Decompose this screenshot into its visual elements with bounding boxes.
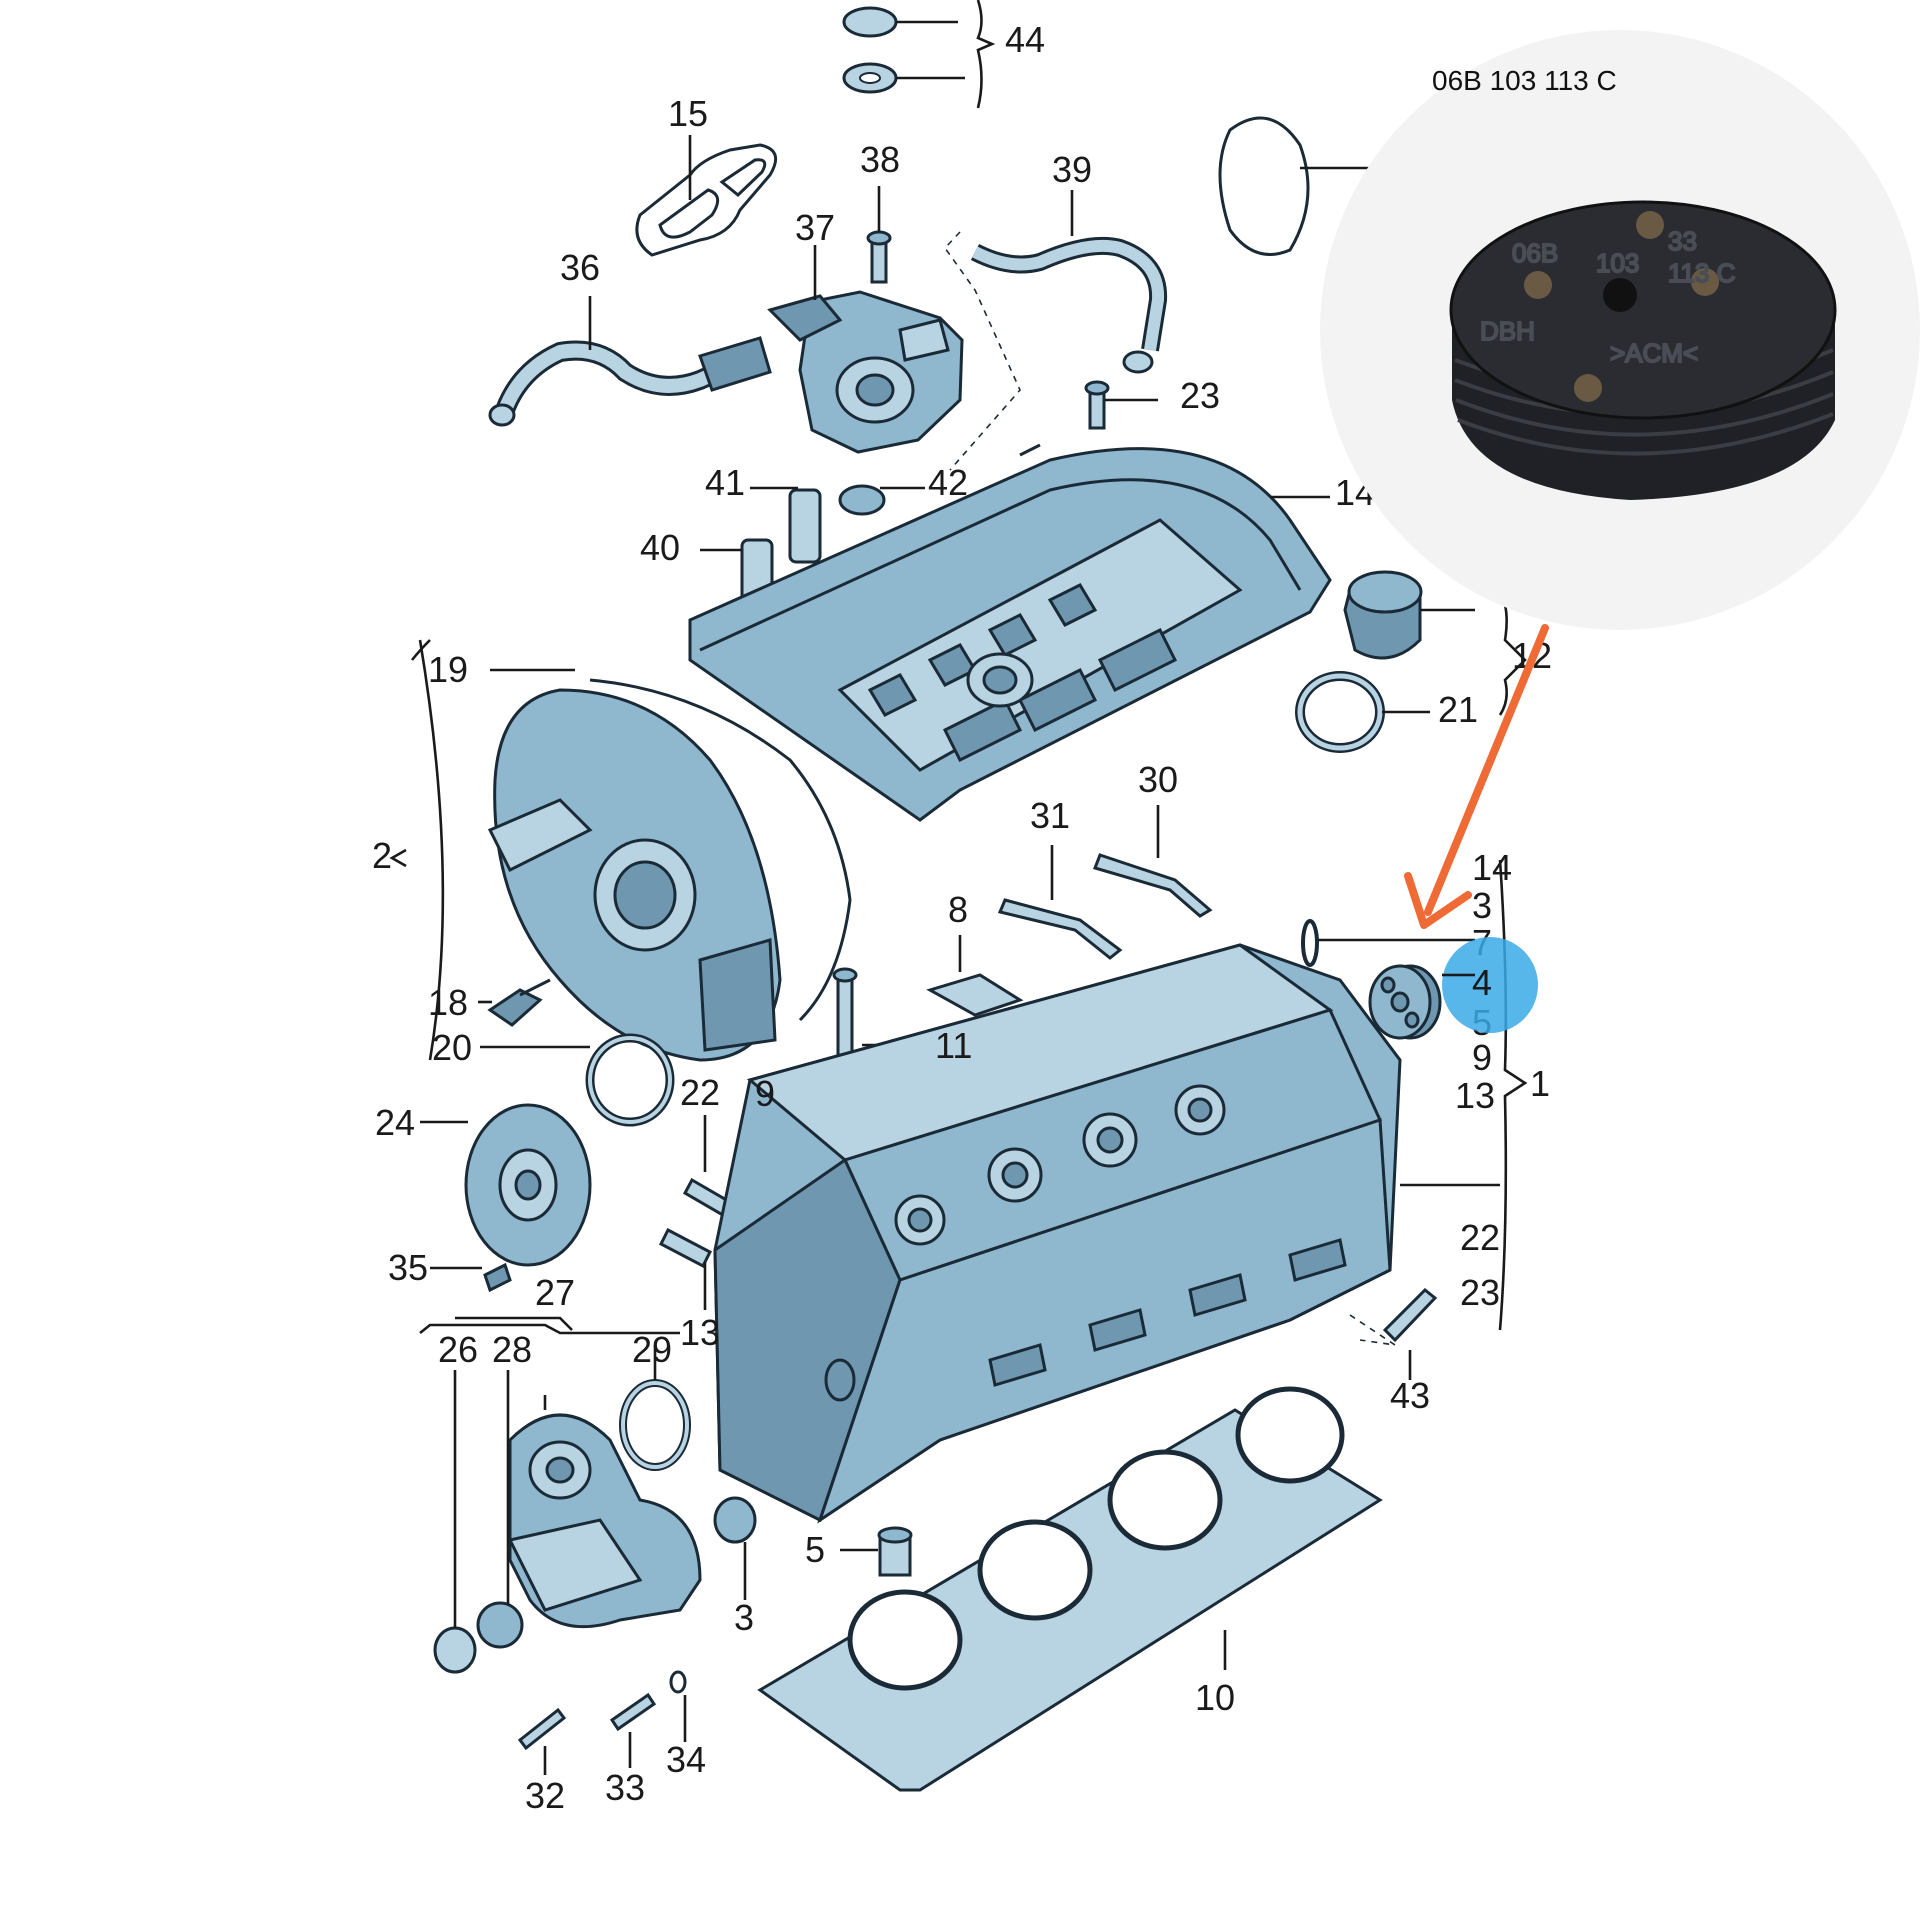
inset-part-number: 06B 103 113 C — [1432, 65, 1617, 96]
callout-39: 39 — [1052, 149, 1092, 190]
seal-part-21 — [1295, 671, 1430, 753]
cap-top — [1449, 200, 1837, 420]
plug-part-28 — [476, 1370, 524, 1649]
sensor-part-18 — [478, 978, 551, 1027]
bracket-part-8 — [926, 935, 1024, 1017]
seal-part-20 — [480, 1033, 675, 1127]
callout-44: 44 — [1005, 19, 1045, 60]
bolt-part-38 — [866, 186, 892, 284]
cap-text-113c: 113 C — [1668, 258, 1735, 288]
callout-41: 41 — [705, 462, 745, 503]
callout-29: 29 — [632, 1329, 672, 1370]
callout-37: 37 — [795, 207, 835, 248]
o-ring-part-7 — [1301, 919, 1475, 967]
seal-part-44 — [842, 0, 996, 109]
callout-14-right: 14 — [1472, 847, 1512, 888]
callout-18: 18 — [428, 982, 468, 1023]
tool-part-31 — [997, 845, 1123, 960]
cap-text-103: 103 — [1596, 248, 1639, 278]
plug-part-3-lower — [713, 1496, 757, 1600]
callout-1: 1 — [1530, 1063, 1550, 1104]
plug-part-26 — [433, 1370, 477, 1674]
callout-3-right: 3 — [1472, 885, 1492, 926]
cup-part-5-lower — [840, 1526, 913, 1577]
callout-24: 24 — [375, 1102, 415, 1143]
valve-part-37 — [767, 245, 964, 454]
bolt-part-35 — [430, 1262, 512, 1293]
callout-19: 19 — [428, 649, 468, 690]
callout-43: 43 — [1390, 1375, 1430, 1416]
callout-21: 21 — [1438, 689, 1478, 730]
gasket-part-top-right — [1218, 116, 1380, 256]
gear-part-24 — [420, 1103, 592, 1267]
cylinder-head-part-1 — [713, 859, 1528, 1524]
callout-23-top: 23 — [1180, 375, 1220, 416]
callout-33: 33 — [605, 1767, 645, 1808]
bolt-parts-32-33-34 — [517, 1670, 687, 1775]
cap-engraving: 06B 103 113 C 33 DBH >ACM< — [1479, 225, 1736, 369]
callout-32: 32 — [525, 1775, 565, 1816]
bolt-part-23-top — [1084, 380, 1158, 430]
product-inset: 06B 103 113 C 06B 103 113 C 33 DBH >ACM< — [1320, 30, 1920, 630]
valve-cover-part-14 — [688, 443, 1332, 822]
callout-36: 36 — [560, 247, 600, 288]
callout-15: 15 — [668, 93, 708, 134]
callout-22-right: 22 — [1460, 1217, 1500, 1258]
callout-42: 42 — [928, 462, 968, 503]
callout-2: 2 — [372, 835, 392, 876]
callout-11: 11 — [935, 1025, 972, 1066]
cap-text-acm: >ACM< — [1610, 338, 1698, 368]
pump-assembly-part-27 — [419, 1316, 702, 1629]
cap-text-dbh: DBH — [1480, 316, 1535, 346]
seal-part-29 — [619, 1345, 691, 1471]
callout-4-highlighted: 4 — [1472, 962, 1492, 1003]
hose-part-39 — [943, 190, 1168, 471]
head-gasket-part-10 — [757, 1386, 1383, 1792]
callout-13-right: 13 — [1455, 1075, 1495, 1116]
callout-23-right: 23 — [1460, 1272, 1500, 1313]
callout-9-left: 9 — [755, 1073, 775, 1114]
filler-cap-part-12 — [1343, 570, 1527, 716]
callout-26: 26 — [438, 1329, 478, 1370]
callout-40: 40 — [640, 527, 680, 568]
callout-30: 30 — [1138, 759, 1178, 800]
callout-3-lower: 3 — [734, 1597, 754, 1638]
callout-13-left: 13 — [680, 1312, 720, 1353]
callout-38: 38 — [860, 139, 900, 180]
callout-27: 27 — [535, 1272, 575, 1313]
callout-35: 35 — [388, 1247, 428, 1288]
pointer-arrow — [1424, 624, 1549, 916]
callout-22-left: 22 — [680, 1072, 720, 1113]
callout-5-lower: 5 — [805, 1529, 825, 1570]
dowel-part-43 — [1349, 1287, 1438, 1380]
pointer-arrow-head — [1404, 872, 1472, 929]
tool-part-30 — [1093, 805, 1213, 918]
gasket-part-15 — [635, 135, 778, 257]
callout-10: 10 — [1195, 1677, 1235, 1718]
callout-20: 20 — [432, 1027, 472, 1068]
cap-text-33: 33 — [1668, 226, 1697, 256]
hose-part-36 — [488, 296, 772, 427]
timing-cover-part-2 — [389, 639, 852, 1062]
callout-34: 34 — [666, 1739, 706, 1780]
callout-9-right: 9 — [1472, 1037, 1492, 1078]
callout-28: 28 — [492, 1329, 532, 1370]
highlight-circle — [1442, 937, 1538, 1033]
cap-text-06b: 06B — [1512, 238, 1558, 268]
callout-31: 31 — [1030, 795, 1070, 836]
callout-8: 8 — [948, 889, 968, 930]
